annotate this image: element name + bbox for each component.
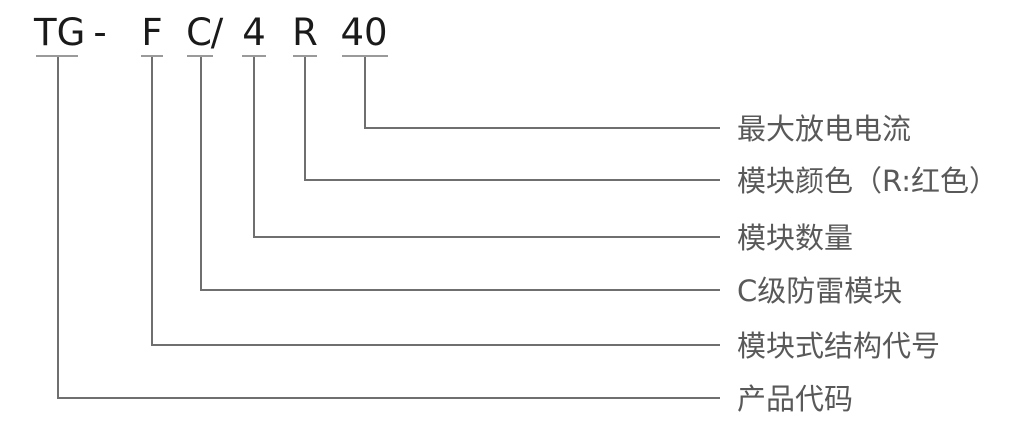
connector-line-40: [364, 57, 720, 129]
code-part-4: 4: [242, 11, 266, 54]
tick-line-4: [242, 55, 266, 57]
code-separator-slash: /: [210, 11, 224, 54]
connector-line-c: [200, 57, 720, 291]
tick-line-40: [342, 55, 388, 57]
connector-line-tg: [57, 57, 720, 399]
label-module-quantity: 模块数量: [737, 221, 854, 255]
tick-line-r: [293, 55, 317, 57]
label-max-discharge-current: 最大放电电流: [737, 112, 912, 146]
code-separator-dash: -: [93, 11, 107, 54]
tick-line-tg: [36, 55, 78, 57]
label-module-color: 模块颜色（R:红色）: [737, 164, 999, 198]
connector-line-r: [304, 57, 720, 181]
label-structure-code: 模块式结构代号: [737, 329, 941, 363]
label-product-code: 产品代码: [737, 382, 854, 416]
tick-line-c: [187, 55, 213, 57]
code-part-r: R: [292, 11, 318, 54]
connector-line-f: [151, 57, 720, 346]
code-part-f: F: [141, 11, 163, 54]
label-c-class-module: C级防雷模块: [737, 274, 903, 308]
connector-line-4: [253, 57, 720, 238]
code-part-c: C: [186, 11, 212, 54]
code-part-40: 40: [340, 11, 388, 54]
tick-line-f: [141, 55, 163, 57]
code-part-tg: TG: [34, 11, 86, 54]
